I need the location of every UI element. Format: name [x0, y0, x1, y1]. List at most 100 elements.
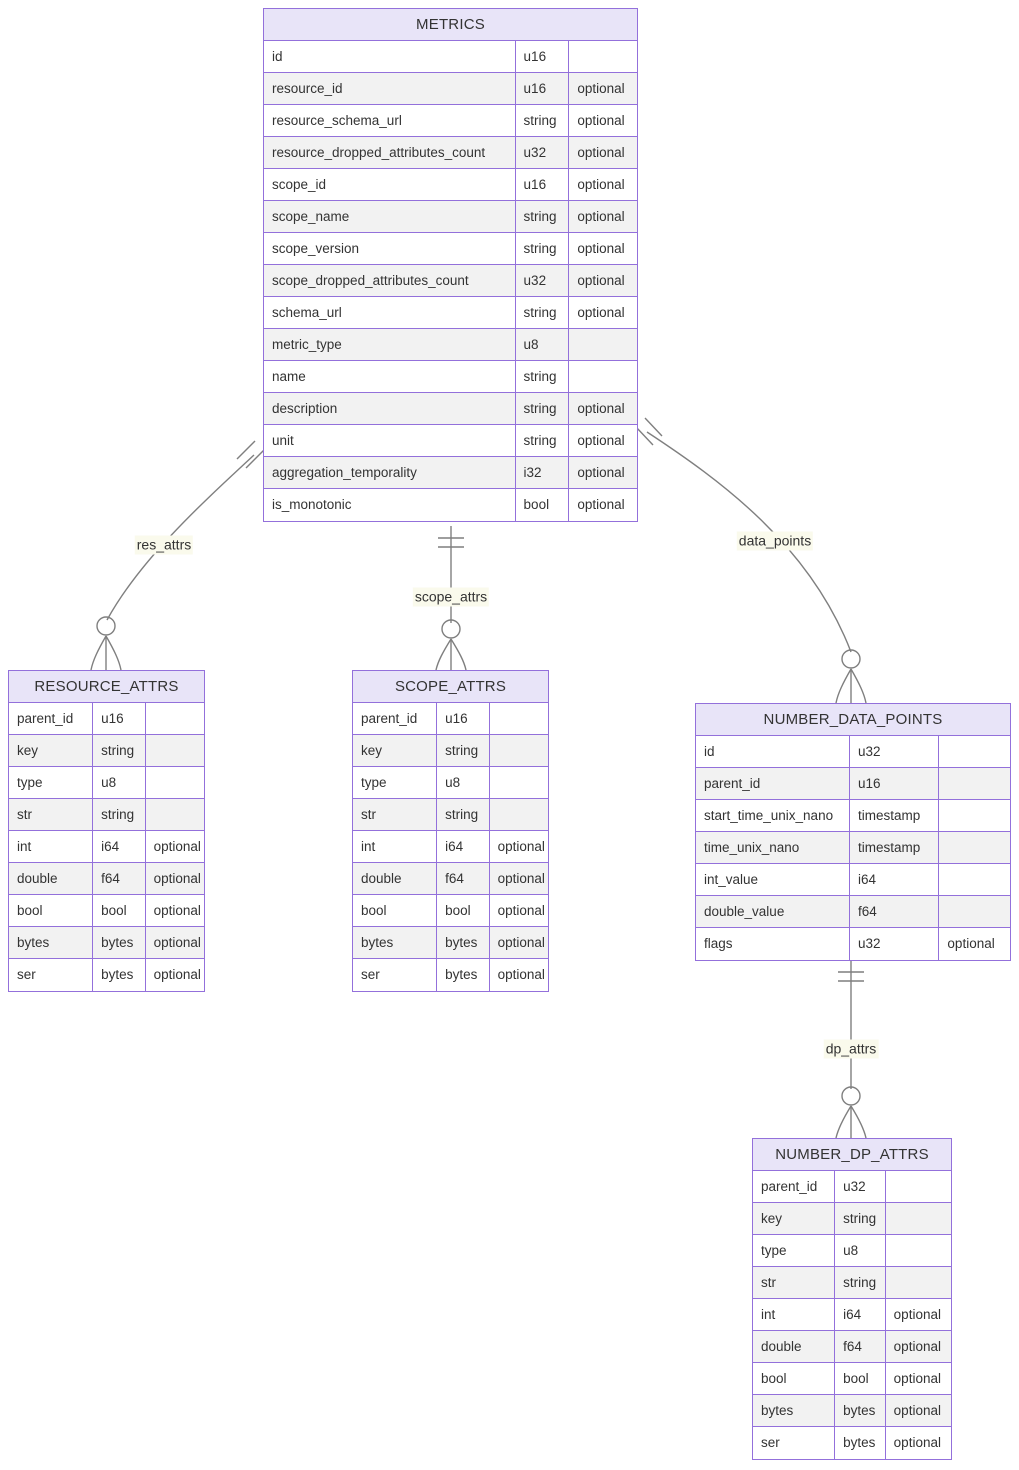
- entity-attribute-note: [146, 767, 204, 798]
- entity-attribute-field: key: [753, 1203, 836, 1234]
- entity-attribute-field: is_monotonic: [264, 489, 516, 521]
- entity-attribute-type: i64: [835, 1299, 886, 1330]
- entity-attribute-type: u32: [516, 137, 570, 168]
- entity-title-resource-attrs: RESOURCE_ATTRS: [9, 671, 204, 703]
- entity-attribute-field: str: [353, 799, 438, 830]
- entity-attribute-note: [939, 800, 1010, 831]
- entity-attribute-note: [939, 736, 1010, 767]
- entity-attribute-field: name: [264, 361, 516, 392]
- relationship-label-scope-attrs: scope_attrs: [412, 587, 490, 607]
- entity-attribute-note: [939, 768, 1010, 799]
- cardinality-marker-exactly-one-scope-attrs: [438, 537, 464, 548]
- entity-attribute-field: aggregation_temporality: [264, 457, 516, 488]
- entity-attribute-field: bytes: [9, 927, 94, 958]
- entity-attribute-type: string: [516, 425, 570, 456]
- entity-attribute-field: time_unix_nano: [696, 832, 850, 863]
- cardinality-marker-zero-or-more-scope-attrs: [435, 619, 467, 671]
- entity-attribute-type: u16: [516, 73, 570, 104]
- entity-attribute-note: optional: [497, 839, 545, 854]
- entity-attribute-field: double: [353, 863, 438, 894]
- entity-attribute-note: [939, 864, 1010, 895]
- entity-attribute-note: [886, 1267, 951, 1298]
- cardinality-marker-zero-or-more-res-attrs: [90, 616, 122, 671]
- entity-attribute-type: u16: [516, 41, 570, 72]
- entity-attribute-note: optional: [497, 903, 545, 918]
- entity-attribute-type: i64: [437, 831, 490, 862]
- entity-attribute-type: i64: [850, 864, 940, 895]
- entity-attribute-field: id: [696, 736, 850, 767]
- entity-attribute-note: optional: [577, 177, 625, 192]
- entity-attribute-type: string: [516, 105, 570, 136]
- cardinality-marker-zero-or-more-dp-attrs: [835, 1086, 867, 1139]
- entity-attribute-field: double_value: [696, 896, 850, 927]
- entity-attribute-field: scope_version: [264, 233, 516, 264]
- entity-attribute-note: optional: [893, 1339, 941, 1354]
- entity-attribute-field: type: [353, 767, 438, 798]
- entity-attribute-field: id: [264, 41, 516, 72]
- entity-attribute-type: bool: [835, 1363, 886, 1394]
- entity-attribute-note: optional: [893, 1403, 941, 1418]
- entity-attribute-field: bool: [753, 1363, 836, 1394]
- entity-attribute-type: string: [437, 735, 490, 766]
- entity-attribute-note: [886, 1235, 951, 1266]
- entity-attribute-type: bytes: [93, 959, 146, 991]
- entity-attribute-note: [569, 41, 637, 72]
- entity-attribute-type: u8: [835, 1235, 886, 1266]
- entity-attribute-note: [569, 329, 637, 360]
- entity-attribute-type: u16: [93, 703, 146, 734]
- entity-attribute-field: int_value: [696, 864, 850, 895]
- entity-attribute-type: string: [516, 393, 570, 424]
- entity-attribute-field: bool: [353, 895, 438, 926]
- entity-attribute-note: optional: [497, 935, 545, 950]
- entity-attribute-type: string: [516, 297, 570, 328]
- entity-attribute-note: [490, 703, 548, 734]
- entity-attribute-field: parent_id: [753, 1171, 836, 1202]
- entity-attribute-field: parent_id: [9, 703, 94, 734]
- entity-attribute-type: string: [516, 233, 570, 264]
- entity-attribute-field: type: [9, 767, 94, 798]
- entity-attribute-type: bytes: [835, 1395, 886, 1426]
- entity-attribute-type: u16: [850, 768, 940, 799]
- entity-attribute-field: scope_dropped_attributes_count: [264, 265, 516, 296]
- cardinality-marker-exactly-one-res-attrs: [236, 440, 265, 469]
- entity-attribute-type: timestamp: [850, 832, 940, 863]
- entity-attribute-field: str: [9, 799, 94, 830]
- entity-attribute-type: u32: [835, 1171, 886, 1202]
- entity-attribute-note: [939, 832, 1010, 863]
- entity-attribute-type: bytes: [437, 927, 490, 958]
- entity-attribute-type: string: [93, 799, 146, 830]
- entity-title-number-dp-attrs: NUMBER_DP_ATTRS: [753, 1139, 951, 1171]
- entity-attribute-type: i32: [516, 457, 570, 488]
- entity-attribute-field: description: [264, 393, 516, 424]
- entity-title-number-data-points: NUMBER_DATA_POINTS: [696, 704, 1010, 736]
